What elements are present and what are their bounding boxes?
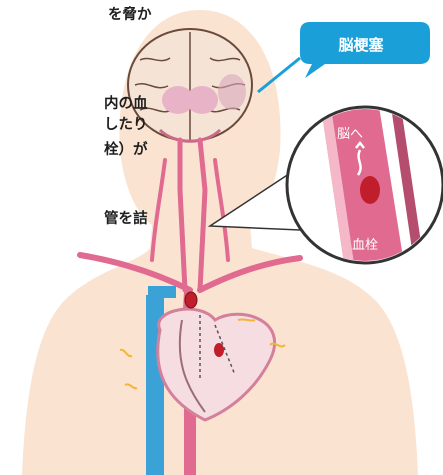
side-text-5: 管を詰 [104, 211, 148, 227]
body-silhouette [22, 10, 418, 475]
clot-label: 血栓 [352, 238, 379, 253]
vein [146, 286, 176, 475]
heart [119, 291, 286, 422]
to-brain-label: 脳へ [337, 127, 364, 142]
side-text-3: したり [104, 117, 148, 133]
zoom-circle [207, 105, 443, 265]
side-text-2: 内の血 [104, 96, 148, 112]
brain [127, 28, 253, 143]
side-text-4: 栓）が [104, 142, 148, 158]
side-text-1: を脅か [108, 7, 152, 23]
callout-bubble [257, 22, 430, 94]
callout-label: 脳梗塞 [338, 36, 384, 54]
